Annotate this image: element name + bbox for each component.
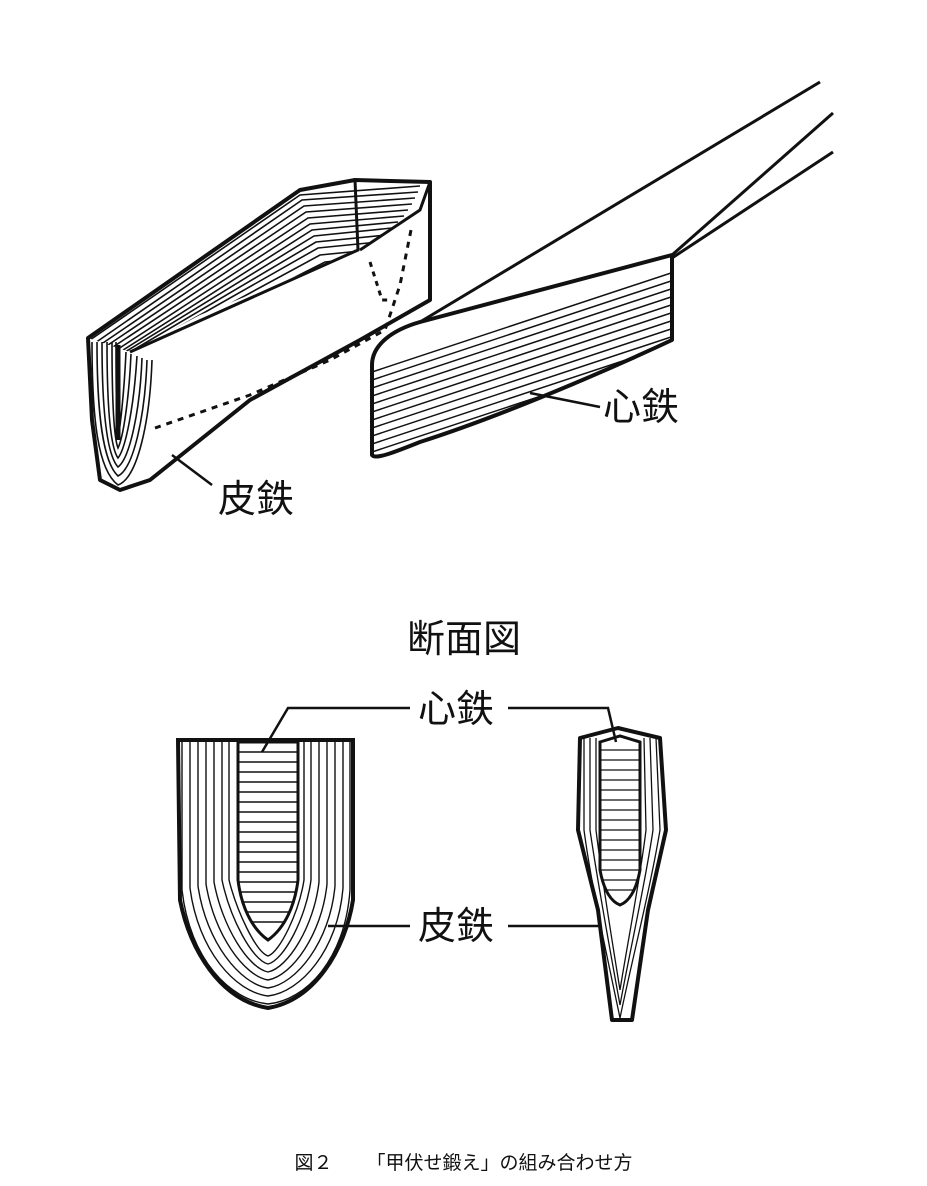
cross-section-title: 断面図 xyxy=(407,620,521,658)
figure-caption: 図２ 「甲伏せ鍛え」の組み合わせ方 xyxy=(0,1148,927,1175)
skin-steel-section-label: 皮鉄 xyxy=(418,907,494,945)
figure-number: 図２ xyxy=(294,1148,332,1175)
figure-caption-text: 「甲伏せ鍛え」の組み合わせ方 xyxy=(367,1148,633,1175)
cross-section-wide xyxy=(178,740,353,1008)
core-steel-leader xyxy=(530,393,600,407)
core-steel-section-label: 心鉄 xyxy=(418,690,494,728)
skin-steel-leader xyxy=(172,455,212,485)
skin-steel-label: 皮鉄 xyxy=(218,480,294,518)
core-steel-label: 心鉄 xyxy=(603,388,679,426)
cross-section-narrow xyxy=(578,728,666,1020)
